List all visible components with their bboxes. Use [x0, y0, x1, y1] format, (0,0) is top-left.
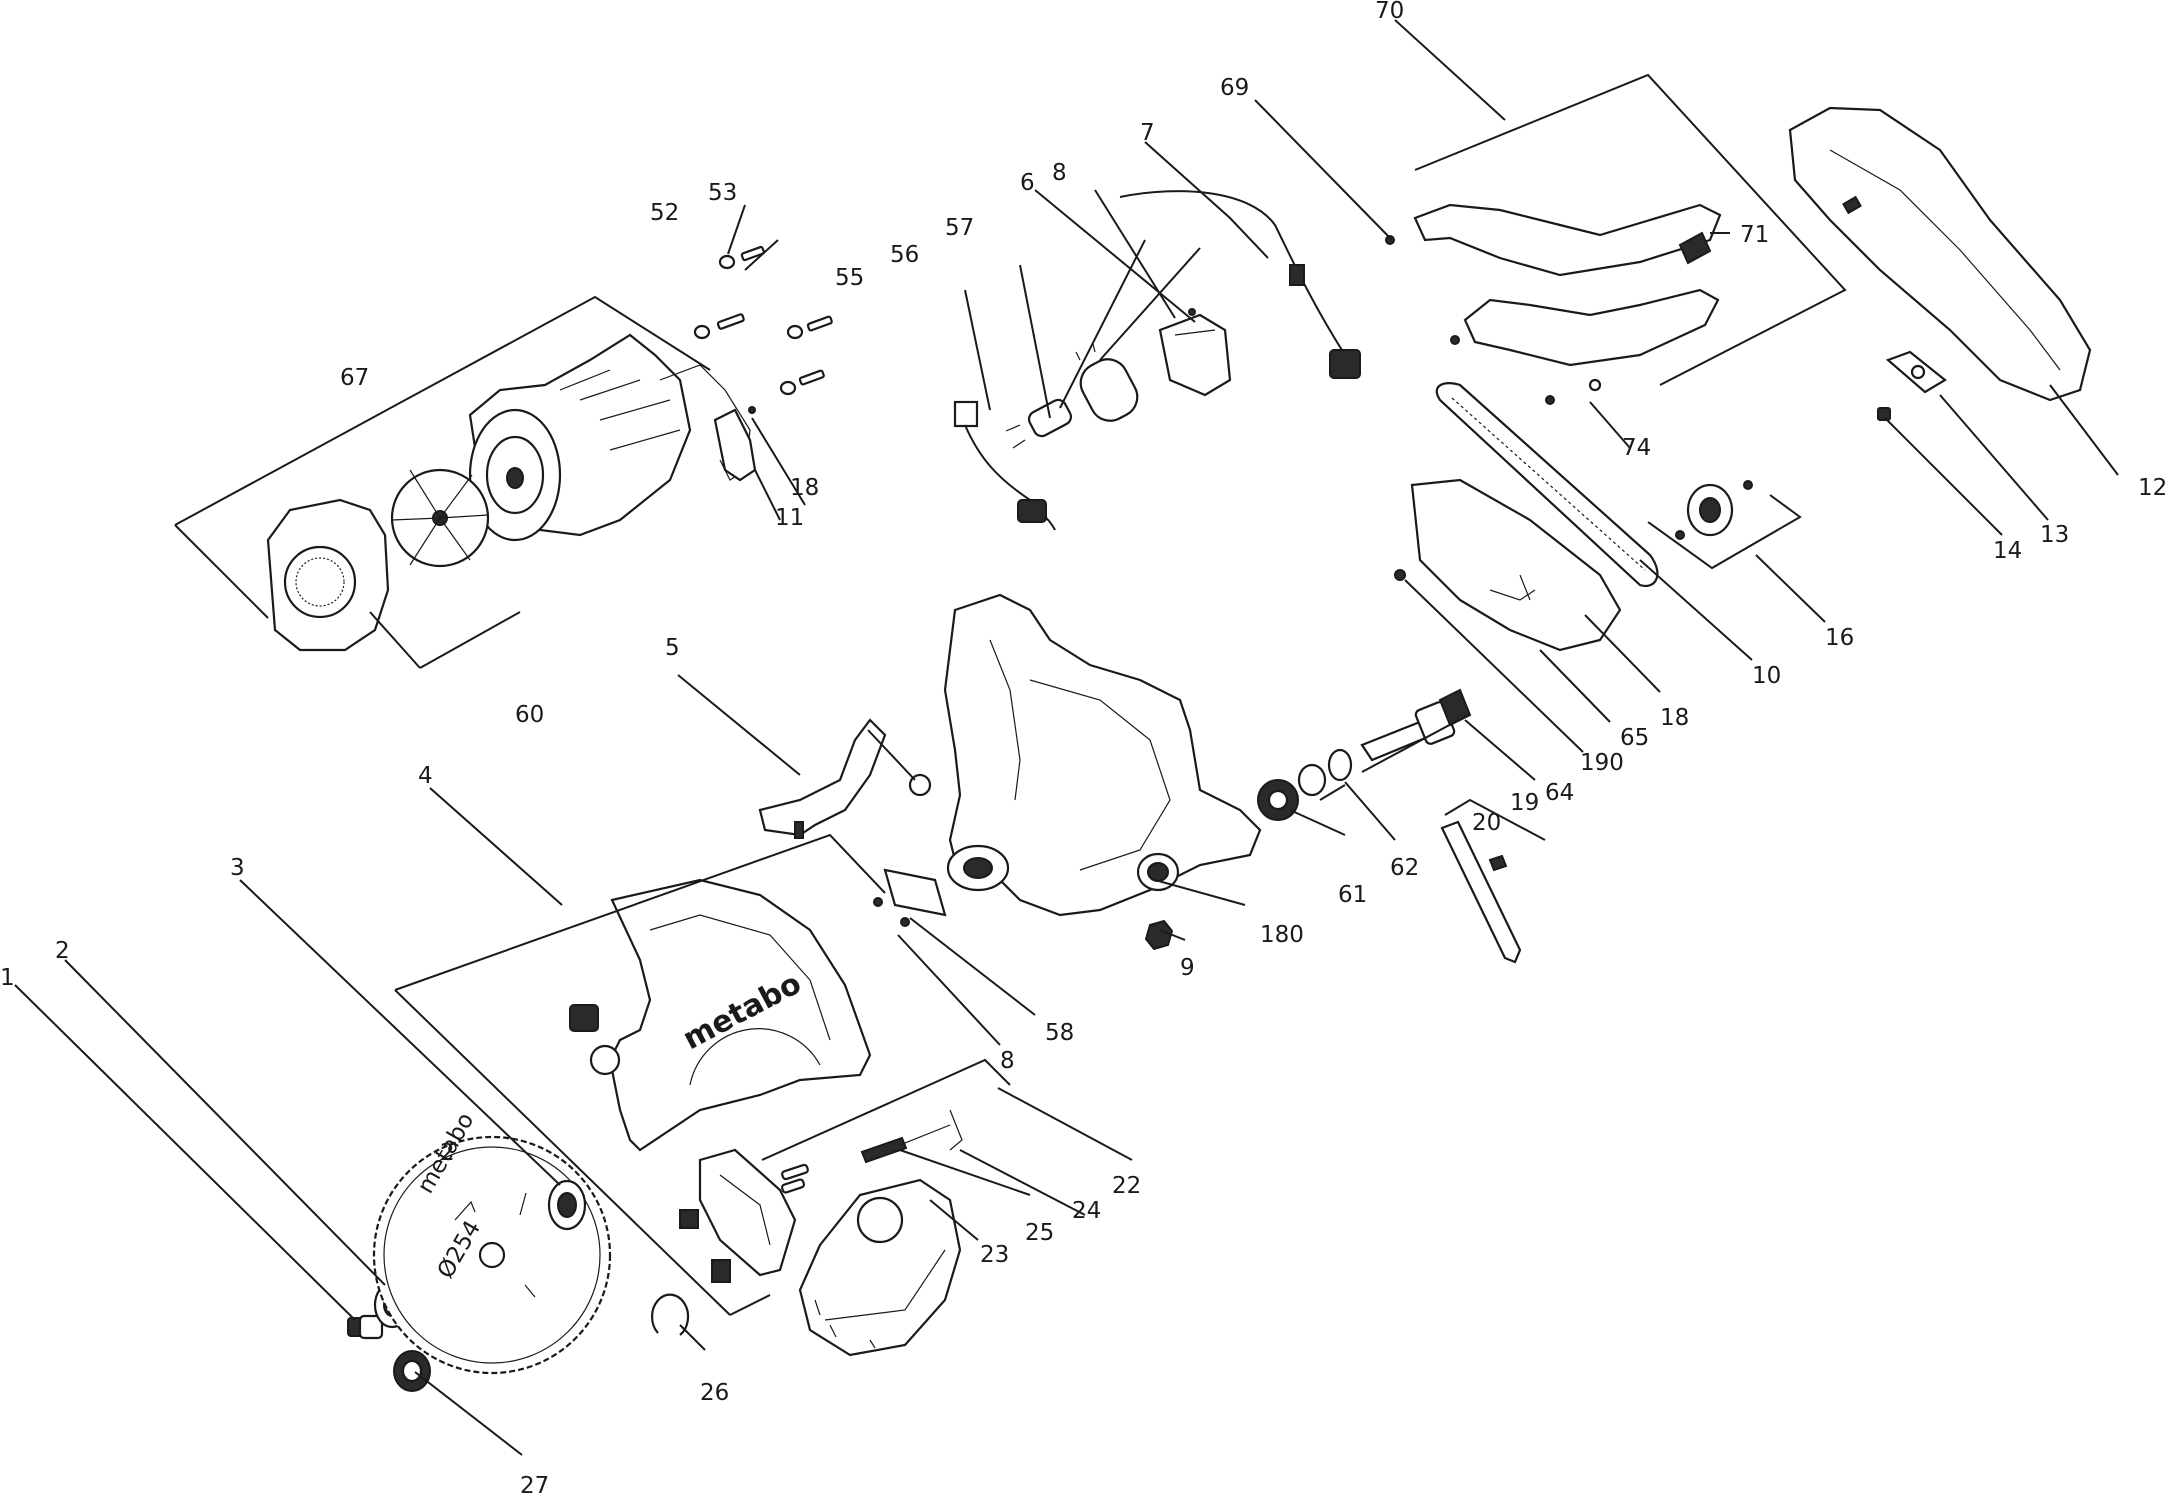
retaining-ring-2-part [1327, 748, 1353, 782]
callout-69: 69 [1220, 75, 1249, 101]
switch-part [1158, 308, 1232, 397]
callout-9: 9 [1180, 955, 1195, 981]
leader-lines [14, 19, 2119, 1456]
callout-27: 27 [520, 1473, 549, 1493]
power-cable-part [1119, 190, 1361, 379]
blade-bolt-part [347, 1314, 384, 1340]
belt-guard-cover-part [1788, 106, 2092, 402]
cover-plate-part [1877, 350, 1947, 421]
handle-assembly-part [1385, 203, 1722, 405]
callout-19: 19 [1510, 790, 1539, 816]
callout-4: 4 [418, 763, 433, 789]
callout-65: 65 [1620, 725, 1649, 751]
saw-blade-part: metabo 2 Ø254 [372, 1108, 612, 1375]
callout-18-lower: 18 [1660, 705, 1689, 731]
callout-52: 52 [650, 200, 679, 226]
callout-57: 57 [945, 215, 974, 241]
callout-56: 56 [890, 242, 919, 268]
callout-64: 64 [1545, 780, 1574, 806]
spring-part [780, 1109, 963, 1194]
circlip-part [650, 1293, 690, 1336]
callout-24: 24 [1072, 1198, 1101, 1224]
wiring-harness-part [953, 400, 1056, 531]
callout-18-upper: 18 [790, 475, 819, 501]
group-brackets [174, 73, 1847, 1316]
suppressor-part [1005, 398, 1073, 449]
label-plate-part [873, 868, 947, 927]
callout-11: 11 [775, 505, 804, 531]
fan-cover-part [266, 498, 390, 652]
belt-cover-plate-part [1394, 478, 1622, 652]
callout-16: 16 [1825, 625, 1854, 651]
flange-nut-part [393, 1350, 431, 1392]
callout-60: 60 [515, 702, 544, 728]
blade-number-text: 2 [440, 1140, 455, 1166]
callout-7: 7 [1140, 120, 1155, 146]
capacitor-part [1075, 343, 1139, 422]
brush-holder-part [713, 406, 757, 482]
callout-2: 2 [55, 938, 70, 964]
retaining-ring-part [1297, 763, 1327, 797]
callout-13: 13 [2040, 522, 2069, 548]
callout-22: 22 [1112, 1173, 1141, 1199]
inner-flange-part [547, 1179, 587, 1231]
bearing-part [1257, 779, 1299, 821]
callout-58: 58 [1045, 1020, 1074, 1046]
callout-8-bottom: 8 [1000, 1048, 1015, 1074]
callout-6: 6 [1020, 170, 1035, 196]
callout-190: 190 [1580, 750, 1624, 776]
screws-part [693, 245, 833, 396]
callout-61: 61 [1338, 882, 1367, 908]
callout-62: 62 [1390, 855, 1419, 881]
clamp-lever-part [1440, 820, 1522, 964]
callout-26: 26 [700, 1380, 729, 1406]
callout-5: 5 [665, 635, 680, 661]
lower-guard-part [798, 1178, 962, 1357]
pulley-part [1675, 480, 1753, 540]
callout-55: 55 [835, 265, 864, 291]
motor-part [468, 333, 751, 542]
callout-71: 71 [1740, 222, 1769, 248]
callout-74: 74 [1622, 435, 1651, 461]
guard-bracket-part [758, 718, 932, 839]
motor-housing-part [943, 593, 1262, 917]
fan-part [390, 468, 490, 568]
guard-cam-part [679, 1148, 797, 1283]
nut-part [1144, 919, 1174, 951]
callout-20: 20 [1472, 810, 1501, 836]
callout-180: 180 [1260, 922, 1304, 948]
callout-67: 67 [340, 365, 369, 391]
upper-blade-guard-part: metabo [569, 878, 872, 1152]
callout-53: 53 [708, 180, 737, 206]
callout-14: 14 [1993, 538, 2022, 564]
drive-belt-part [1435, 382, 1659, 588]
callout-12: 12 [2138, 475, 2165, 501]
callout-8-top: 8 [1052, 160, 1067, 186]
callout-1: 1 [0, 965, 15, 991]
callout-70: 70 [1375, 0, 1404, 24]
callout-3: 3 [230, 855, 245, 881]
callout-10: 10 [1752, 663, 1781, 689]
callout-23: 23 [980, 1242, 1009, 1268]
callout-25: 25 [1025, 1220, 1054, 1246]
spindle-shaft-part [1360, 688, 1472, 762]
